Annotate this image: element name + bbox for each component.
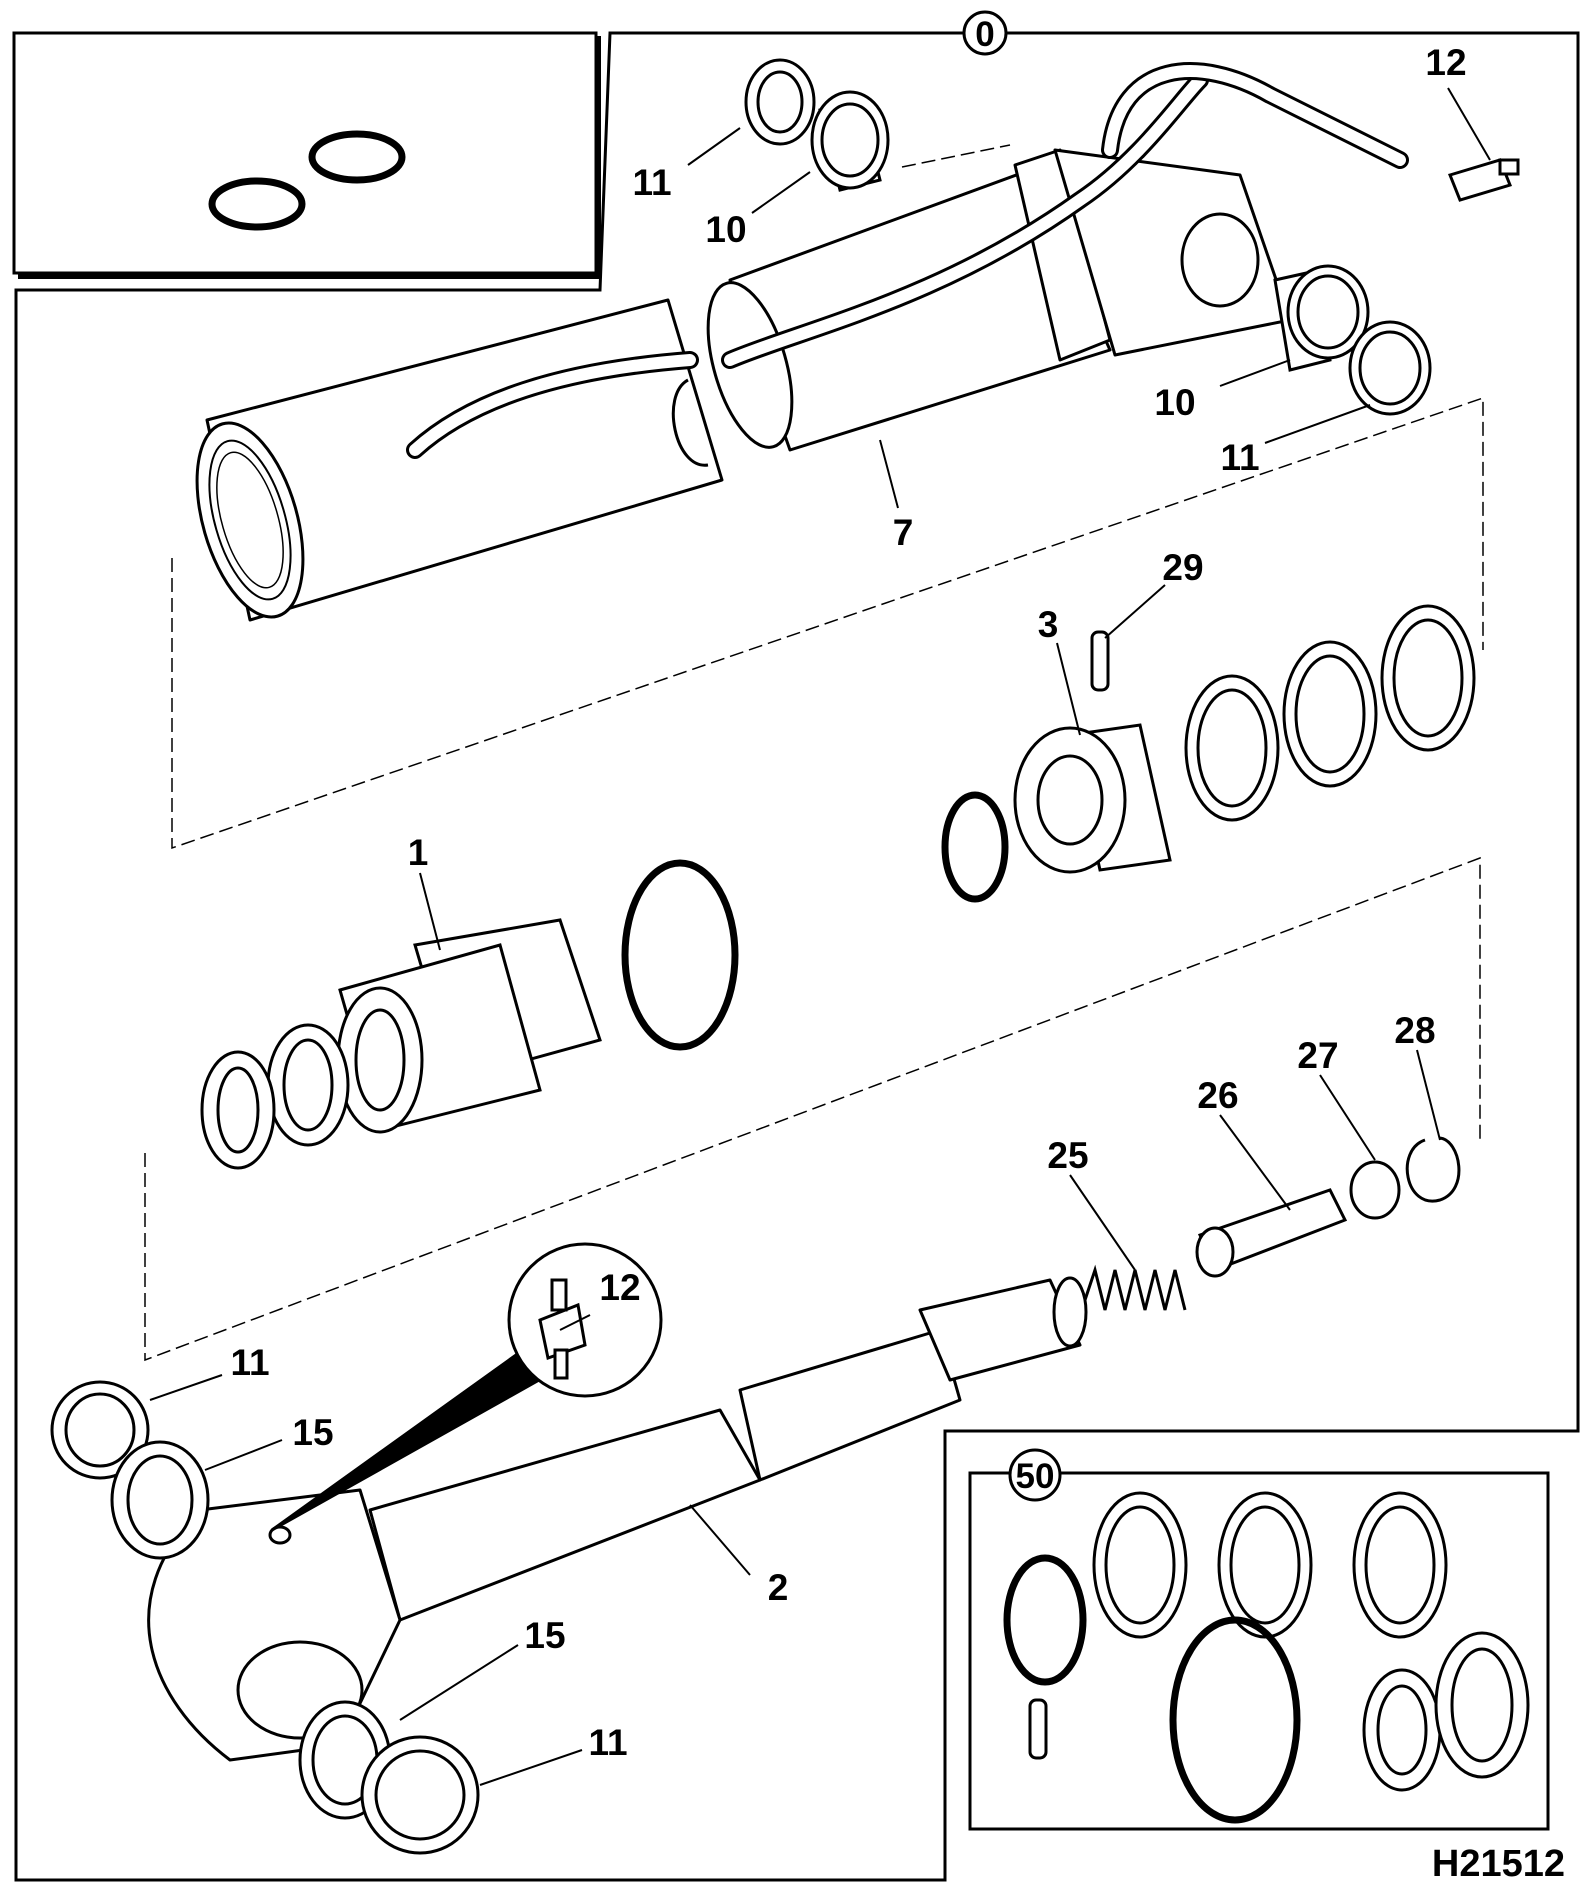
- top-bushings: [744, 58, 1432, 416]
- o-ring-inset-frame: [12, 31, 598, 275]
- callout-11: 11: [230, 1342, 269, 1383]
- piston-ring-icon: [1352, 1491, 1448, 1639]
- bushing-icon: [1286, 264, 1370, 360]
- leader-lines: [149, 87, 1491, 1786]
- callout-10: 10: [705, 209, 746, 250]
- wiper-seal-icon: [200, 1050, 276, 1170]
- frames: [12, 31, 1580, 1882]
- figure-reference: H21512: [1432, 1843, 1565, 1885]
- main-assembly-frame: [14, 31, 1580, 1882]
- o-ring-icon: [208, 177, 306, 231]
- assembly-guide-lines: [144, 144, 1484, 1362]
- piston-ring-icon: [1184, 674, 1280, 822]
- bushing-icon: [810, 90, 890, 190]
- grease-fitting-magnifier: [271, 1242, 663, 1532]
- callout-11: 11: [632, 162, 671, 203]
- callout-labels: 11 10 12 10 11 7 29 3 1 28 27 26 25 12 1…: [230, 42, 1466, 1763]
- spring-part-25: [1083, 1264, 1187, 1311]
- piston-ring-icon: [1380, 604, 1476, 752]
- piston-ring-icon: [1282, 640, 1378, 788]
- callout-26: 26: [1197, 1075, 1238, 1116]
- callout-7: 7: [893, 512, 914, 553]
- valve-parts: [1083, 1136, 1461, 1311]
- grease-fitting-icon: [1447, 158, 1520, 202]
- rod-eye-bushings: [50, 1380, 480, 1855]
- bushing-icon: [110, 1440, 210, 1560]
- o-ring-icon: [1169, 1616, 1301, 1824]
- callout-10: 10: [1154, 382, 1195, 423]
- kit-label-50: 50: [1016, 1457, 1055, 1496]
- wiper-seal-icon: [1362, 1668, 1442, 1792]
- callout-3: 3: [1038, 604, 1059, 645]
- kit-label-0: 0: [975, 15, 994, 54]
- wiper-seal-icon: [1434, 1631, 1530, 1779]
- wiper-seal-icon: [266, 1023, 350, 1147]
- o-ring-icon: [621, 859, 739, 1051]
- o-ring-inset-shadow: [18, 36, 601, 279]
- o-ring-icon: [308, 130, 406, 184]
- piston-rod-part-2: [147, 1276, 1088, 1762]
- kit-circle-50: 50: [1008, 1448, 1062, 1502]
- piston-part-3: [941, 604, 1476, 903]
- callout-2: 2: [768, 1567, 789, 1608]
- circlip-part-28: [1405, 1136, 1461, 1203]
- kit-circle-0: 0: [962, 10, 1008, 56]
- o-ring-icon: [941, 791, 1009, 903]
- seal-ring-icon: [1348, 320, 1432, 416]
- pin-icon: [1028, 1698, 1048, 1760]
- callout-15: 15: [292, 1412, 333, 1453]
- o-ring-icon: [1003, 1554, 1087, 1686]
- piston-ring-icon: [1092, 1491, 1188, 1639]
- callout-11: 11: [1220, 437, 1259, 478]
- inset-o-rings: [208, 130, 406, 231]
- seal-kit-frame: [968, 1471, 1550, 1831]
- callout-15: 15: [524, 1615, 565, 1656]
- callout-29: 29: [1162, 547, 1203, 588]
- callout-1: 1: [408, 832, 429, 873]
- nut-part-27: [1349, 1160, 1401, 1220]
- callout-25: 25: [1047, 1135, 1088, 1176]
- callout-12: 12: [599, 1267, 640, 1308]
- gland-part-1: [200, 859, 739, 1170]
- callout-11: 11: [588, 1722, 627, 1763]
- callout-27: 27: [1297, 1035, 1338, 1076]
- pin-part-29: [1090, 630, 1110, 692]
- seal-kit-contents: [1003, 1491, 1530, 1824]
- piston-ring-icon: [1217, 1491, 1313, 1639]
- callout-28: 28: [1394, 1010, 1435, 1051]
- cylinder-tube-part-7: [195, 62, 1409, 622]
- seal-ring-icon: [360, 1735, 480, 1855]
- callout-12: 12: [1425, 42, 1466, 83]
